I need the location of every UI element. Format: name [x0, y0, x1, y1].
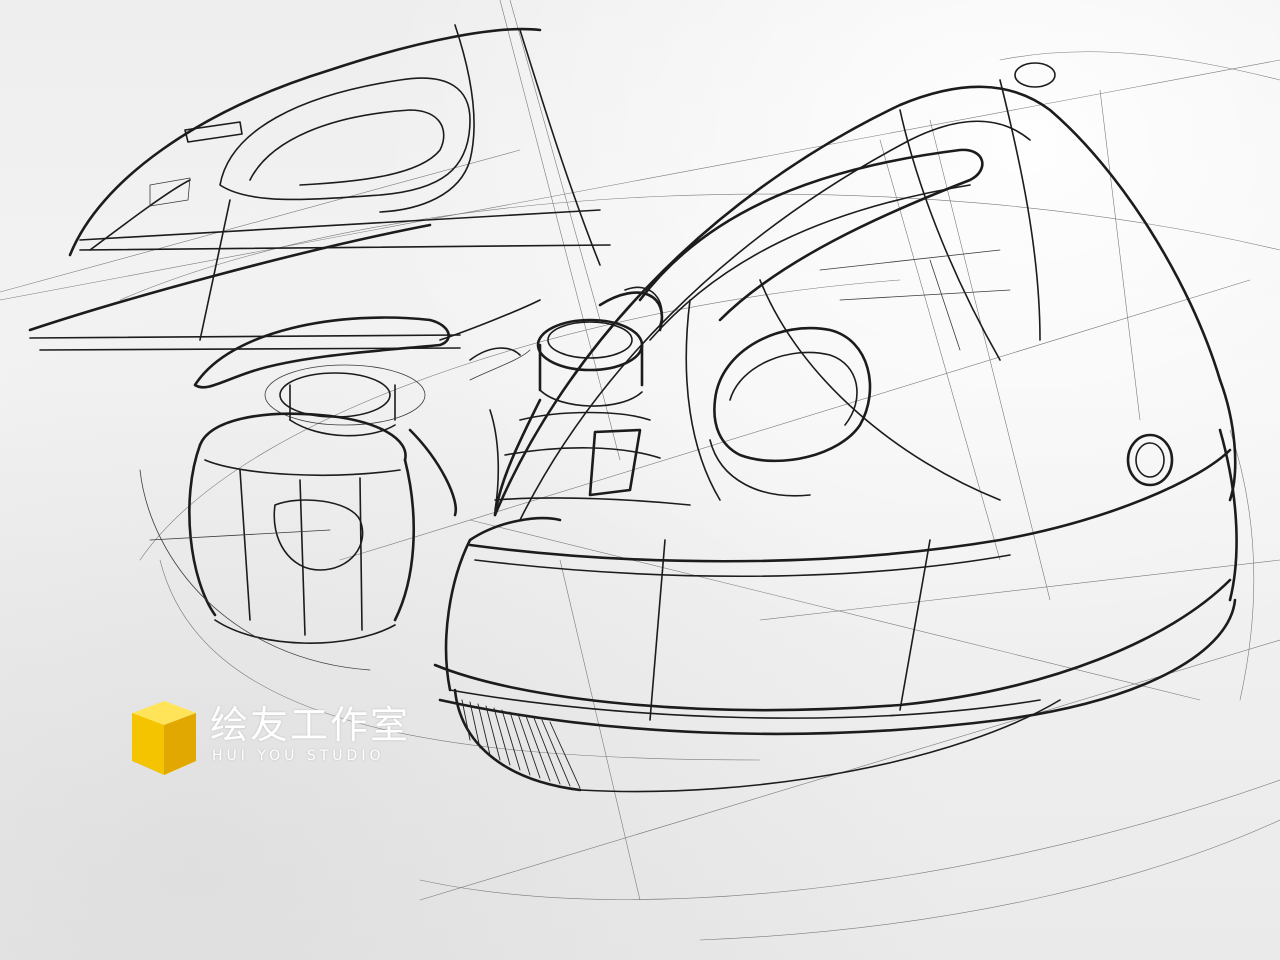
- main-iron-body: [433, 62, 1238, 793]
- cube-logo-icon: [132, 701, 196, 775]
- brand-name: 绘友工作室: [210, 703, 411, 747]
- soleplate-hatching: [461, 699, 581, 789]
- studio-logo: 绘友工作室 HUI YOU STUDIO: [130, 697, 430, 779]
- side-view-iron: [28, 24, 611, 381]
- brand-subtitle: HUI YOU STUDIO: [212, 748, 385, 764]
- cap-detail: [139, 316, 521, 671]
